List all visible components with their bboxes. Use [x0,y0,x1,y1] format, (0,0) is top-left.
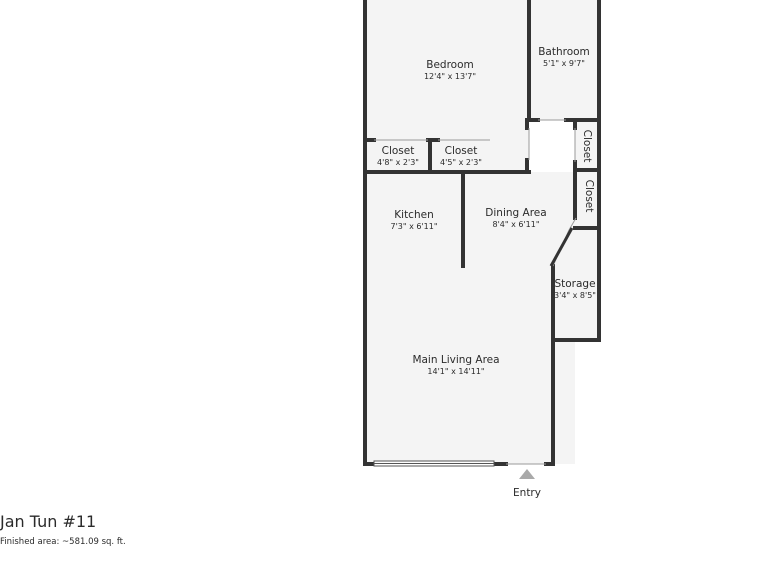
bathroom-name: Bathroom [538,46,590,58]
living-name: Main Living Area [412,354,499,366]
closet-left-dims: 4'8" x 2'3" [377,158,419,167]
kitchen-name: Kitchen [394,209,433,221]
closet-top-name: Closet [581,130,593,163]
sliding-door [373,460,495,467]
bedroom-name: Bedroom [426,59,474,71]
bathroom-dims: 5'1" x 9'7" [543,59,585,68]
closet-mid-name: Closet [445,145,478,157]
finished-area: Finished area: ~581.09 sq. ft. [0,537,126,547]
closet-mid-dims: 4'5" x 2'3" [440,158,482,167]
bedroom-dims: 12'4" x 13'7" [424,72,476,81]
kitchen-dims: 7'3" x 6'11" [390,222,437,231]
floor-fill [365,0,599,464]
entry-label: Entry [513,487,541,499]
living-dims: 14'1" x 14'11" [427,367,484,376]
plan-title: Jan Tun #11 [0,512,97,531]
dining-name: Dining Area [485,207,546,219]
entry-arrow-icon [519,469,535,479]
closet-left-name: Closet [382,145,415,157]
angled-wall [549,227,574,267]
walls [363,0,601,466]
closet-low-name: Closet [583,180,595,213]
storage-dims: 3'4" x 8'5" [554,291,596,300]
storage-name: Storage [554,278,595,290]
dining-dims: 8'4" x 6'11" [492,220,539,229]
